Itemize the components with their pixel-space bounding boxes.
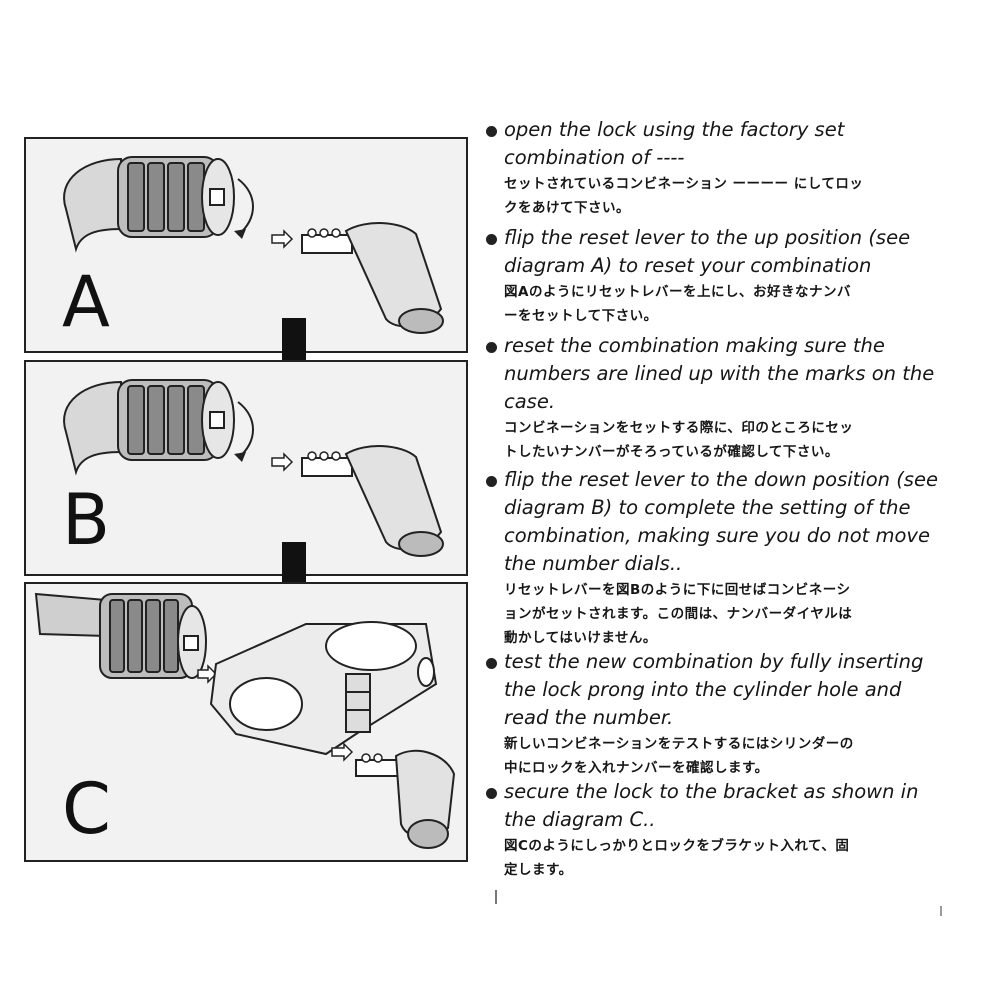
instruction-step: open the lock using the factory set comb… (484, 116, 863, 220)
instruction-step: test the new combination by fully insert… (484, 648, 923, 780)
diagram-panel-a: A (24, 137, 468, 353)
step-text-japanese: セットされているコンビネーション ーーーー にしてロッ クをあけて下さい。 (504, 176, 864, 216)
instruction-step: flip the reset lever to the up position … (484, 224, 910, 328)
step-text-english: flip the reset lever to the down positio… (504, 468, 938, 575)
instruction-step: flip the reset lever to the down positio… (484, 466, 938, 650)
step-text-japanese: リセットレバーを図Bのように下に回せばコンビネーシ ョンがセットされます。この間… (504, 582, 853, 646)
scan-mark (495, 890, 497, 904)
step-text-japanese: コンビネーションをセットする際に、印のところにセッ トしたいナンバーがそろってい… (504, 420, 854, 460)
step-text-english: open the lock using the factory set comb… (504, 118, 845, 169)
bullet-icon (486, 234, 497, 245)
panel-letter-c: C (62, 768, 111, 850)
lock-illustration-a (63, 156, 444, 334)
bullet-icon (486, 342, 497, 353)
step-text-english: reset the combination making sure the nu… (504, 334, 935, 413)
step-text-japanese: 新しいコンビネーションをテストするにはシリンダーの 中にロックを入れナンバーを確… (504, 736, 854, 776)
step-text-english: test the new combination by fully insert… (504, 650, 924, 729)
bullet-icon (486, 476, 497, 487)
step-text-english: secure the lock to the bracket as shown … (504, 780, 919, 831)
scan-mark (940, 906, 942, 916)
bullet-icon (486, 658, 497, 669)
step-text-japanese: 図Cのようにしっかりとロックをブラケット入れて、固 定します。 (504, 838, 850, 878)
bullet-icon (486, 788, 497, 799)
panel-letter-a: A (62, 261, 110, 343)
lock-illustration-b (63, 379, 444, 557)
step-text-japanese: 図Aのようにリセットレバーを上にし、お好きなナンバ ーをセットして下さい。 (504, 284, 851, 324)
panel-letter-b: B (62, 479, 111, 561)
instruction-step: reset the combination making sure the nu… (484, 332, 934, 464)
bullet-icon (486, 126, 497, 137)
diagram-panel-b: B (24, 360, 468, 576)
bracket-illustration-c (34, 592, 456, 849)
instruction-step: secure the lock to the bracket as shown … (484, 778, 918, 882)
step-text-english: flip the reset lever to the up position … (504, 226, 911, 277)
diagram-panel-c: C (24, 582, 468, 862)
